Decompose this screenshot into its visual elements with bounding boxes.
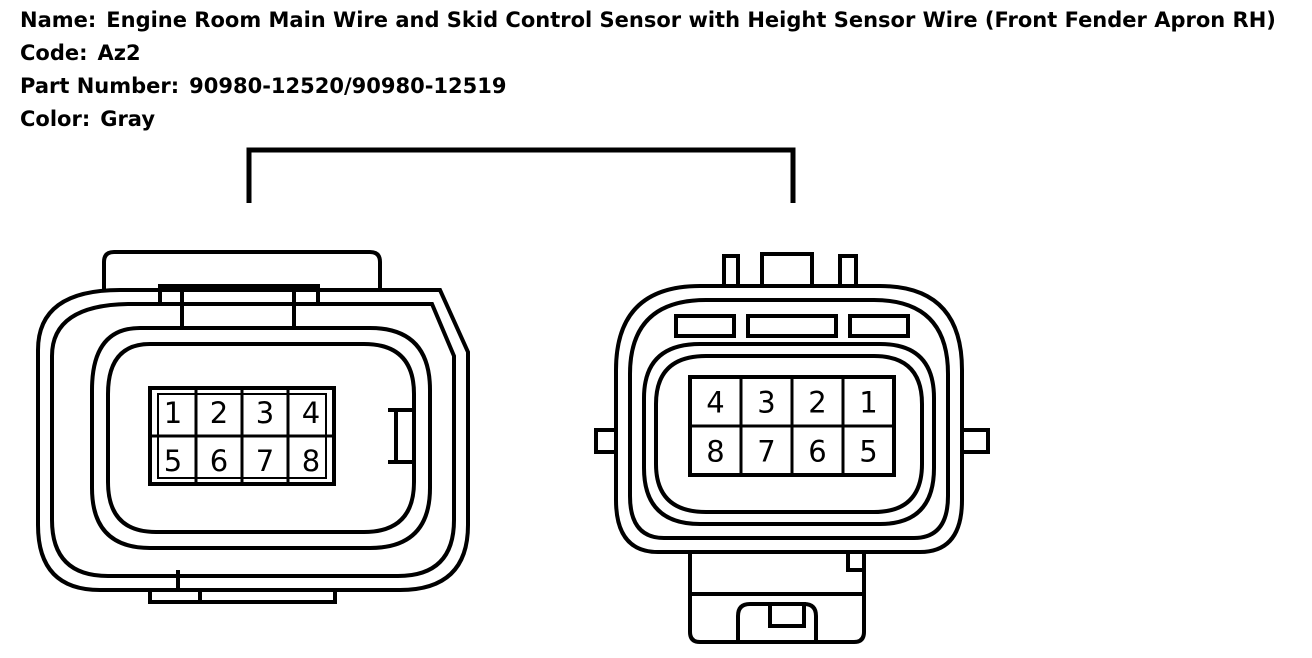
right-pin-label-5: 5 [859,435,877,469]
left-pin-label-2: 2 [210,396,228,430]
right-recess-left [674,314,736,338]
right-outer-body [614,284,964,554]
color-label: Color: [20,107,91,131]
right-pin-label-2: 2 [808,386,826,420]
right-side-tab-right [960,428,990,454]
right-pin-label-4: 4 [706,386,724,420]
left-cavity-outline [90,326,432,550]
code-value: Az2 [97,41,141,65]
color-value: Gray [100,107,156,131]
right-pin-label-7: 7 [757,435,775,469]
left-connector [36,250,470,604]
name-line: Name: Engine Room Main Wire and Skid Cont… [20,4,1276,37]
right-lock-notch [846,552,864,572]
connector-info-header: Name: Engine Room Main Wire and Skid Cont… [20,4,1276,136]
color-line: Color: Gray [20,103,1276,136]
right-side-tab-left [594,428,618,454]
left-cavity-inner [106,342,416,534]
left-outer-body [36,288,470,592]
right-recess-right [848,314,910,338]
left-outer-inner-edge [50,302,456,578]
left-side-tab [394,408,414,464]
right-recess-center [746,314,838,338]
part-number-value: 90980-12520/90980-12519 [189,74,507,98]
right-pin-label-1: 1 [859,386,877,420]
right-pin-label-8: 8 [706,435,724,469]
left-pin-label-7: 7 [256,444,274,478]
left-pin-label-1: 1 [164,396,182,430]
left-pin-label-6: 6 [210,444,228,478]
code-line: Code: Az2 [20,37,1276,70]
right-lock-button [768,602,806,628]
right-outer-inner-edge [628,298,950,540]
right-lock-housing [688,552,866,644]
left-pin-cell-8 [286,434,336,486]
left-latch-housing [102,250,382,290]
left-pin-label-4: 4 [302,396,320,430]
right-cavity-outline [642,342,936,526]
right-pin-cell-5 [841,424,896,477]
left-pin-label-8: 8 [302,444,320,478]
right-top-tab-center [760,252,814,288]
part-number-line: Part Number: 90980-12520/90980-12519 [20,70,1276,103]
right-pin-label-6: 6 [808,435,826,469]
right-top-tab-right [838,254,858,288]
right-cavity-inner [654,354,924,514]
left-pin-label-5: 5 [164,444,182,478]
part-number-label: Part Number: [20,74,180,98]
left-latch-window [180,286,296,330]
name-label: Name: [20,8,97,32]
mating-bracket [246,147,796,203]
name-value: Engine Room Main Wire and Skid Control S… [106,8,1276,32]
right-top-tab-left [722,254,740,288]
code-label: Code: [20,41,88,65]
left-bottom-foot [148,590,337,604]
left-side-tab-edge [388,408,398,464]
left-pin-label-3: 3 [256,396,274,430]
right-pin-label-3: 3 [757,386,775,420]
